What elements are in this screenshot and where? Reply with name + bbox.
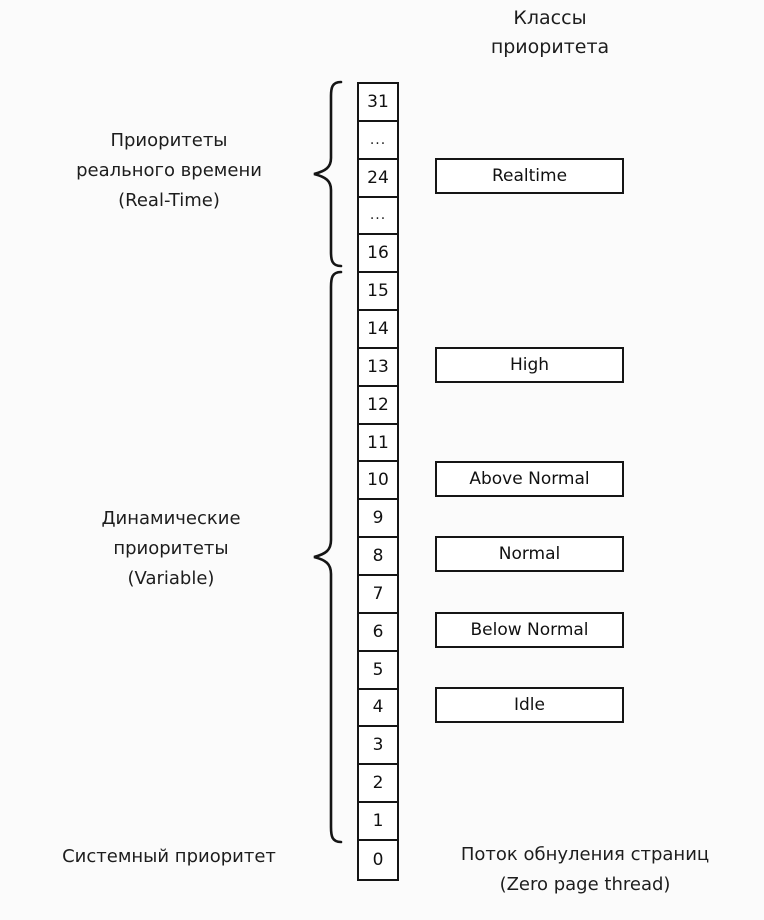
priority-cell-4: 4 [359,689,397,728]
priority-cell-16: 16 [359,235,397,274]
group-label-realtime: Приоритеты реального времени (Real-Time) [26,126,312,216]
class-box-idle[interactable]: Idle [435,687,624,723]
priority-cell-11: 11 [359,424,397,463]
priority-cell-ellipsis: ... [359,197,397,236]
priority-cell-1: 1 [359,803,397,841]
zero-page-thread-line-1: Поток обнуления страниц [460,844,710,865]
class-box-realtime[interactable]: Realtime [435,158,624,194]
priority-cell-13: 13 [359,348,397,387]
priority-cell-10: 10 [359,462,397,501]
group-label-realtime-line-1: Приоритеты [110,130,228,151]
priority-cell-24: 24 [359,159,397,198]
priority-cell-12: 12 [359,386,397,425]
group-label-variable: Динамические приоритеты (Variable) [36,504,306,594]
priority-cell-9: 9 [359,500,397,539]
priority-cell-7: 7 [359,575,397,614]
brace-realtime [310,78,344,270]
group-label-realtime-line-2: реального времени [76,160,262,181]
page-title-line-1: Классы [513,7,587,29]
priority-cell-2: 2 [359,765,397,804]
priority-cell-5: 5 [359,651,397,690]
class-box-below-normal[interactable]: Below Normal [435,612,624,648]
priority-cell-14: 14 [359,311,397,349]
priority-cell-8: 8 [359,538,397,576]
group-label-variable-line-2: приоритеты [113,538,229,559]
zero-page-thread-line-2: (Zero page thread) [499,874,671,895]
group-label-system-priority: Системный приоритет [62,846,276,867]
priority-cell-31: 31 [359,84,397,122]
priority-cell-ellipsis: ... [359,121,397,160]
zero-page-thread-label: Поток обнуления страниц (Zero page threa… [430,840,740,900]
group-label-realtime-line-3: (Real-Time) [118,190,220,211]
priority-cell-6: 6 [359,613,397,652]
priority-cell-0: 0 [359,840,397,879]
page-title-line-2: приоритета [490,36,610,58]
page-title: Классы приоритета [430,4,670,62]
priority-cell-15: 15 [359,273,397,312]
brace-variable [310,268,344,846]
group-label-variable-line-3: (Variable) [127,568,215,589]
class-box-high[interactable]: High [435,347,624,383]
class-box-above-normal[interactable]: Above Normal [435,461,624,497]
priority-cell-3: 3 [359,727,397,766]
group-label-variable-line-1: Динамические [101,508,241,529]
class-box-normal[interactable]: Normal [435,536,624,572]
